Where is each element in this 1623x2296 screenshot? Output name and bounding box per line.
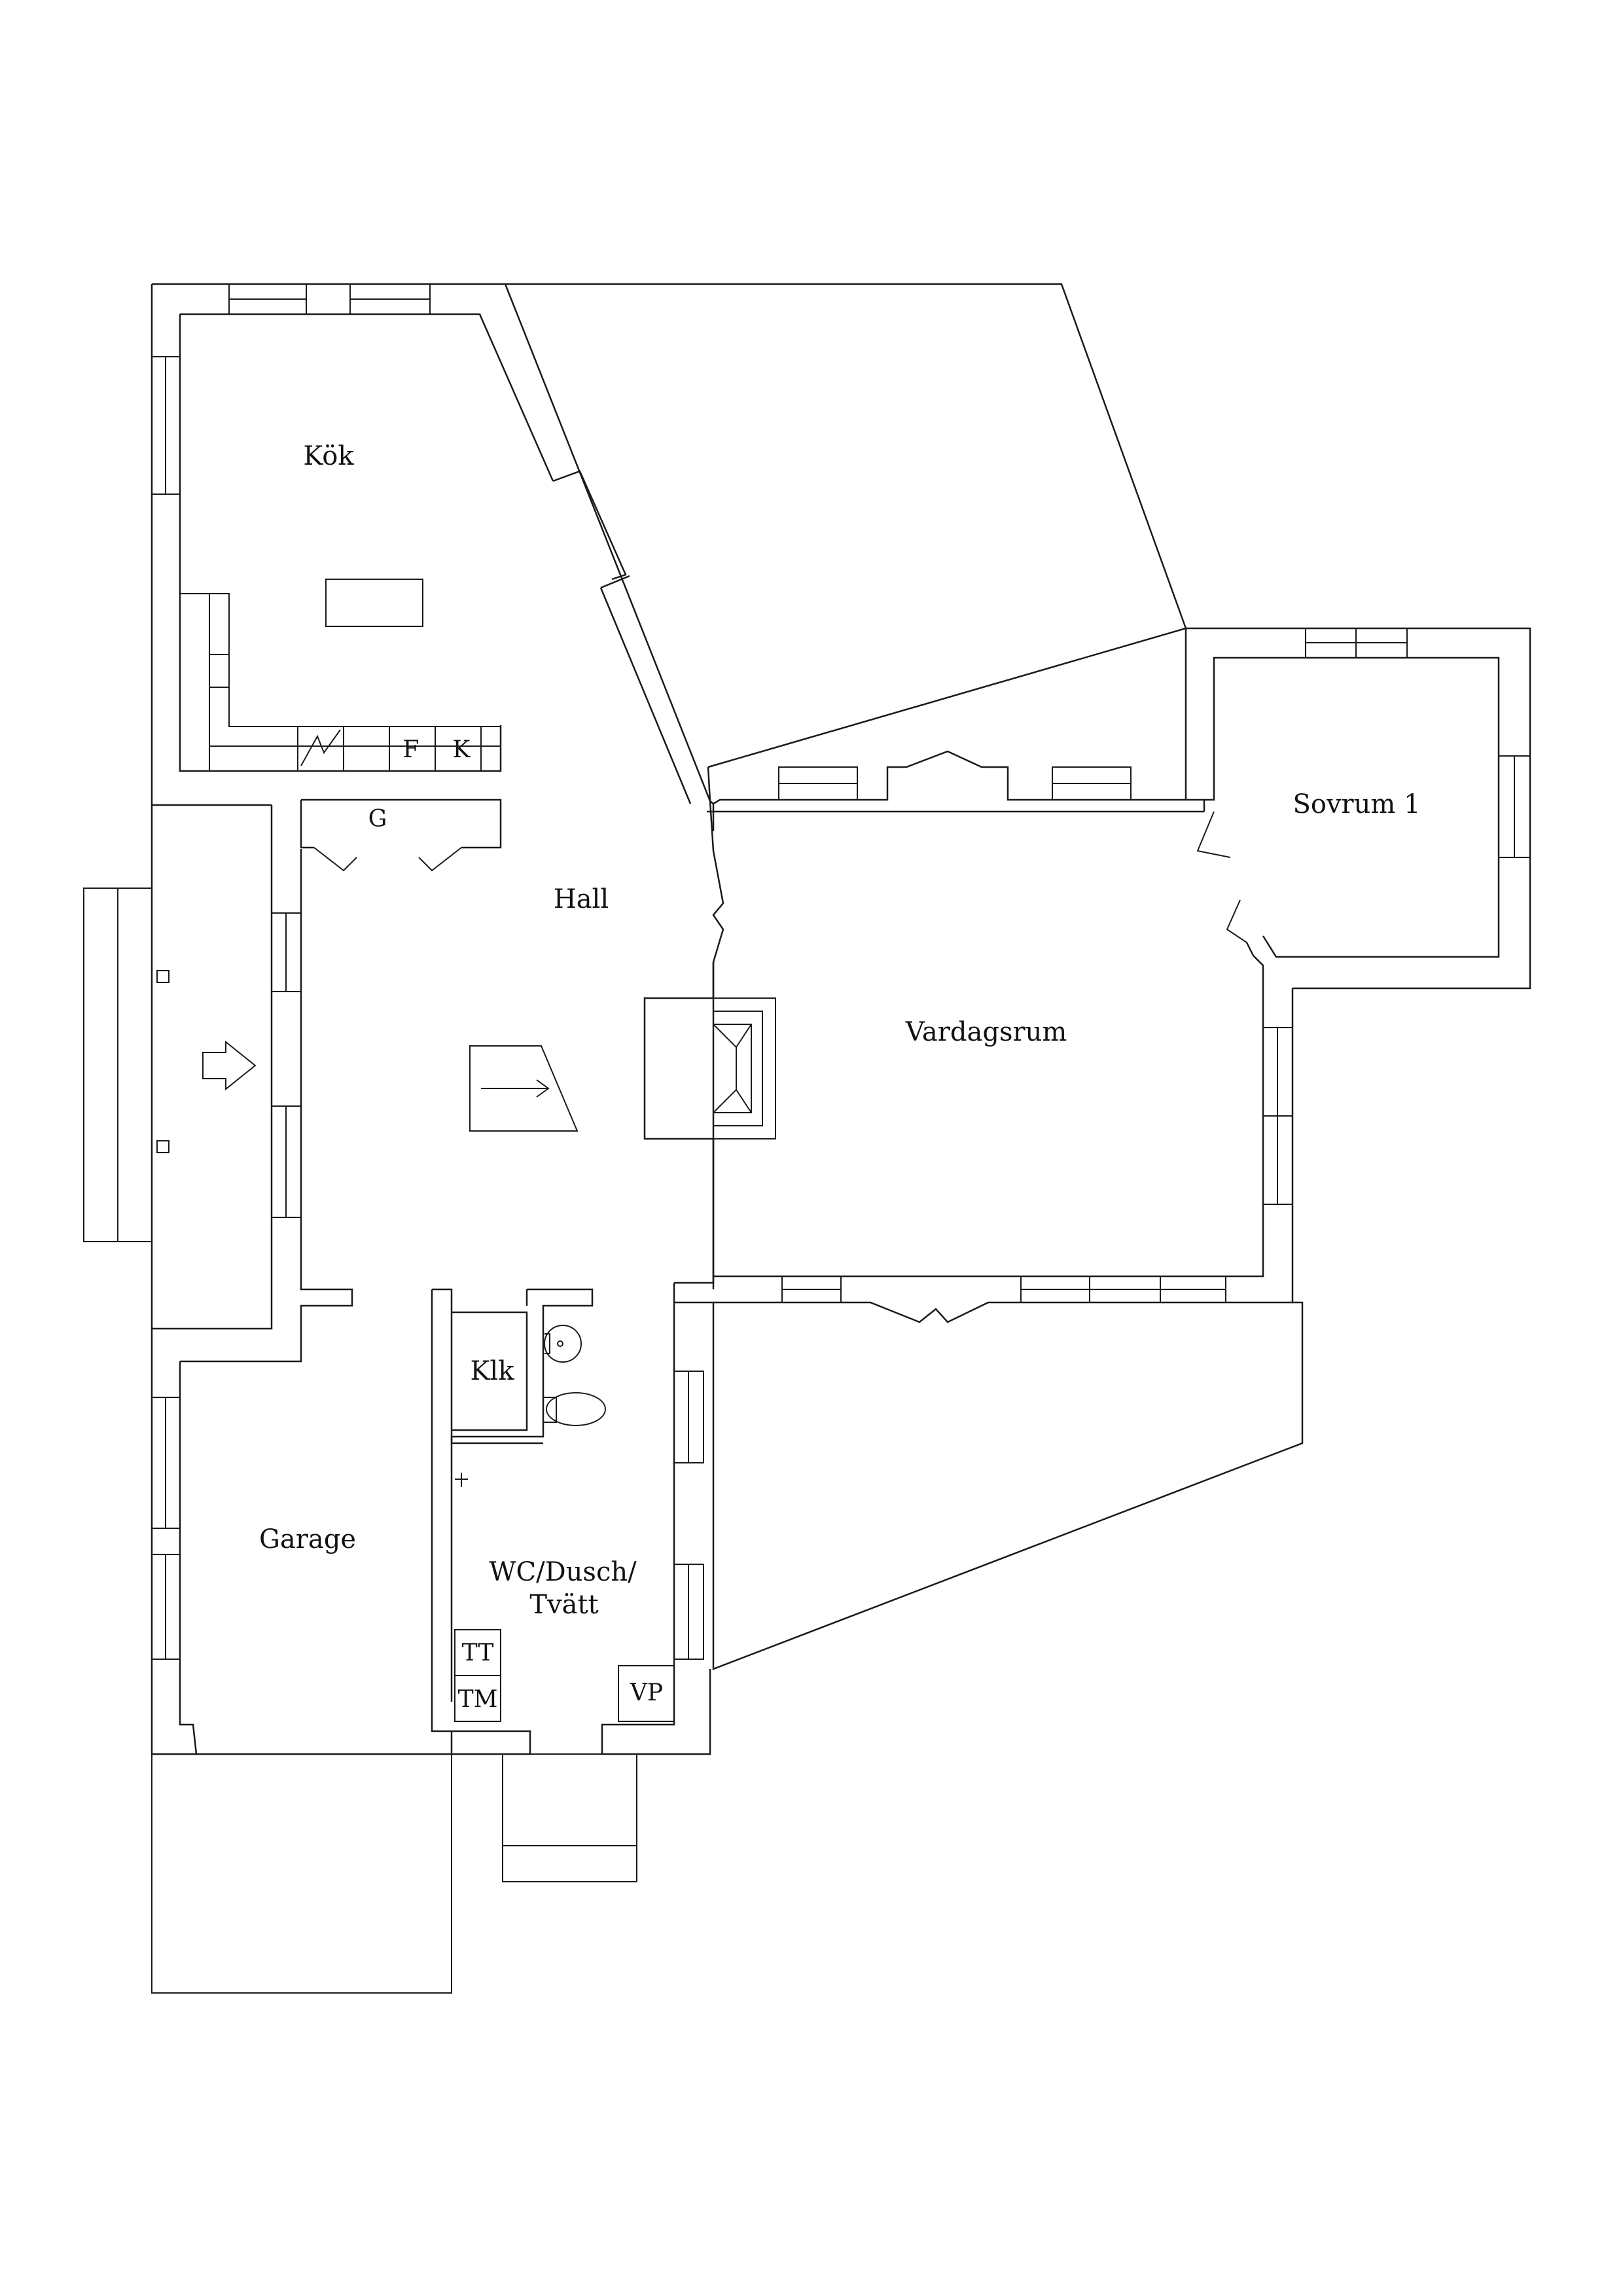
bathroom-walls (431, 1288, 711, 1755)
room-labels: Kök Sovrum 1 Hall Vardagsrum Klk Garage … (259, 441, 1421, 1713)
room-label-kok: Kök (303, 441, 354, 471)
room-label-hall: Hall (554, 884, 609, 914)
fixture-label-fridge: K (453, 736, 471, 763)
garage-walls (151, 1329, 637, 1994)
fixture-label-dryer: TT (462, 1640, 494, 1666)
fixture-label-washer: TM (458, 1686, 498, 1713)
kitchen-windows (151, 283, 431, 495)
hall-living-partition (643, 800, 776, 1284)
room-label-sovrum: Sovrum 1 (1293, 789, 1420, 819)
fixture-label-heat-pump: VP (630, 1679, 663, 1706)
kitchen-counters (180, 579, 501, 771)
fixture-label-freezer: F (403, 736, 419, 763)
bedroom-walls (1185, 627, 1531, 990)
room-label-wc-line2: Tvätt (529, 1590, 598, 1620)
hall-walls (83, 798, 579, 1363)
fixture-label-wardrobe: G (368, 806, 387, 833)
living-room-walls (673, 750, 1304, 1670)
room-label-wc-line1: WC/Dusch/ (489, 1557, 637, 1587)
room-label-garage: Garage (259, 1524, 356, 1554)
room-label-klk: Klk (471, 1356, 515, 1386)
room-label-vardagsrum: Vardagsrum (905, 1017, 1067, 1047)
